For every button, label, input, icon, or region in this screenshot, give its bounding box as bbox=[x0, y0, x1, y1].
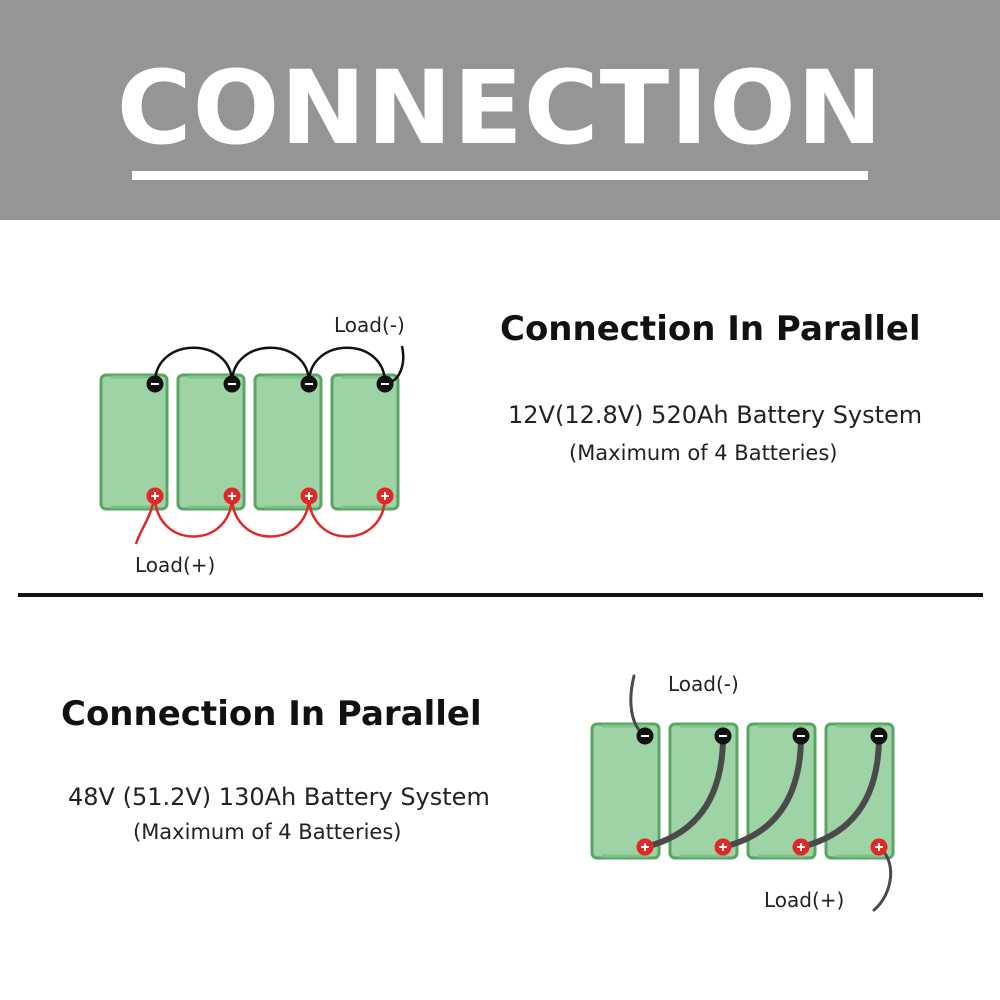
section1-note-text: (Maximum of 4 Batteries) bbox=[569, 441, 838, 465]
positive-terminal-icon bbox=[376, 487, 394, 505]
s1-battery-4 bbox=[330, 373, 400, 511]
negative-terminal-icon bbox=[870, 727, 888, 745]
section2-note-text: (Maximum of 4 Batteries) bbox=[133, 820, 402, 844]
battery-body bbox=[253, 373, 323, 511]
section1-system-text: 12V(12.8V) 520Ah Battery System bbox=[508, 401, 923, 429]
s2-battery-2 bbox=[668, 722, 739, 860]
header-underline bbox=[132, 171, 868, 180]
negative-terminal-icon bbox=[146, 375, 164, 393]
negative-terminal-icon bbox=[714, 727, 732, 745]
s2-load-negative-label: Load(-) bbox=[668, 672, 739, 696]
s1-battery-1 bbox=[99, 373, 169, 511]
battery-body bbox=[99, 373, 169, 511]
s2-series-wire-1 bbox=[642, 733, 726, 850]
s2-load-positive-label: Load(+) bbox=[764, 888, 844, 912]
s2-terminals bbox=[636, 727, 888, 856]
negative-terminal-icon bbox=[223, 375, 241, 393]
header-title: CONNECTION bbox=[116, 49, 884, 168]
battery-body bbox=[590, 722, 661, 860]
battery-body bbox=[668, 722, 739, 860]
positive-terminal-icon bbox=[223, 487, 241, 505]
s1-batteries bbox=[99, 373, 400, 511]
s2-battery-4 bbox=[824, 722, 895, 860]
section-divider bbox=[18, 593, 983, 597]
battery-body bbox=[824, 722, 895, 860]
negative-terminal-icon bbox=[792, 727, 810, 745]
section2-system-text: 48V (51.2V) 130Ah Battery System bbox=[68, 783, 490, 811]
s1-terminals bbox=[146, 375, 394, 505]
s1-black-wire-2 bbox=[230, 346, 311, 384]
positive-terminal-icon bbox=[792, 838, 810, 856]
s1-load-positive-label: Load(+) bbox=[135, 553, 215, 577]
negative-terminal-icon bbox=[376, 375, 394, 393]
positive-terminal-icon bbox=[300, 487, 318, 505]
battery-body bbox=[176, 373, 246, 511]
s1-red-wire-3 bbox=[307, 495, 387, 538]
positive-terminal-icon bbox=[146, 487, 164, 505]
header-banner: CONNECTION bbox=[0, 0, 1000, 220]
positive-terminal-icon bbox=[870, 838, 888, 856]
s2-series-wire-3 bbox=[798, 733, 882, 850]
positive-terminal-icon bbox=[714, 838, 732, 856]
s2-wires bbox=[629, 674, 893, 912]
s1-red-wire-2 bbox=[230, 495, 311, 538]
negative-terminal-icon bbox=[300, 375, 318, 393]
s1-red-wire-1 bbox=[153, 495, 234, 538]
battery-body bbox=[746, 722, 817, 860]
s2-series-wire-2 bbox=[720, 733, 804, 850]
s1-load-negative-label: Load(-) bbox=[334, 313, 405, 337]
s1-black-wire-3 bbox=[307, 346, 387, 384]
s2-battery-3 bbox=[746, 722, 817, 860]
s1-black-wire-1 bbox=[153, 346, 234, 384]
s1-battery-2 bbox=[176, 373, 246, 511]
battery-body bbox=[330, 373, 400, 511]
s1-battery-3 bbox=[253, 373, 323, 511]
section2-title: Connection In Parallel bbox=[61, 694, 482, 734]
s2-battery-1 bbox=[590, 722, 661, 860]
positive-terminal-icon bbox=[636, 838, 654, 856]
section1-title: Connection In Parallel bbox=[500, 309, 921, 349]
negative-terminal-icon bbox=[636, 727, 654, 745]
